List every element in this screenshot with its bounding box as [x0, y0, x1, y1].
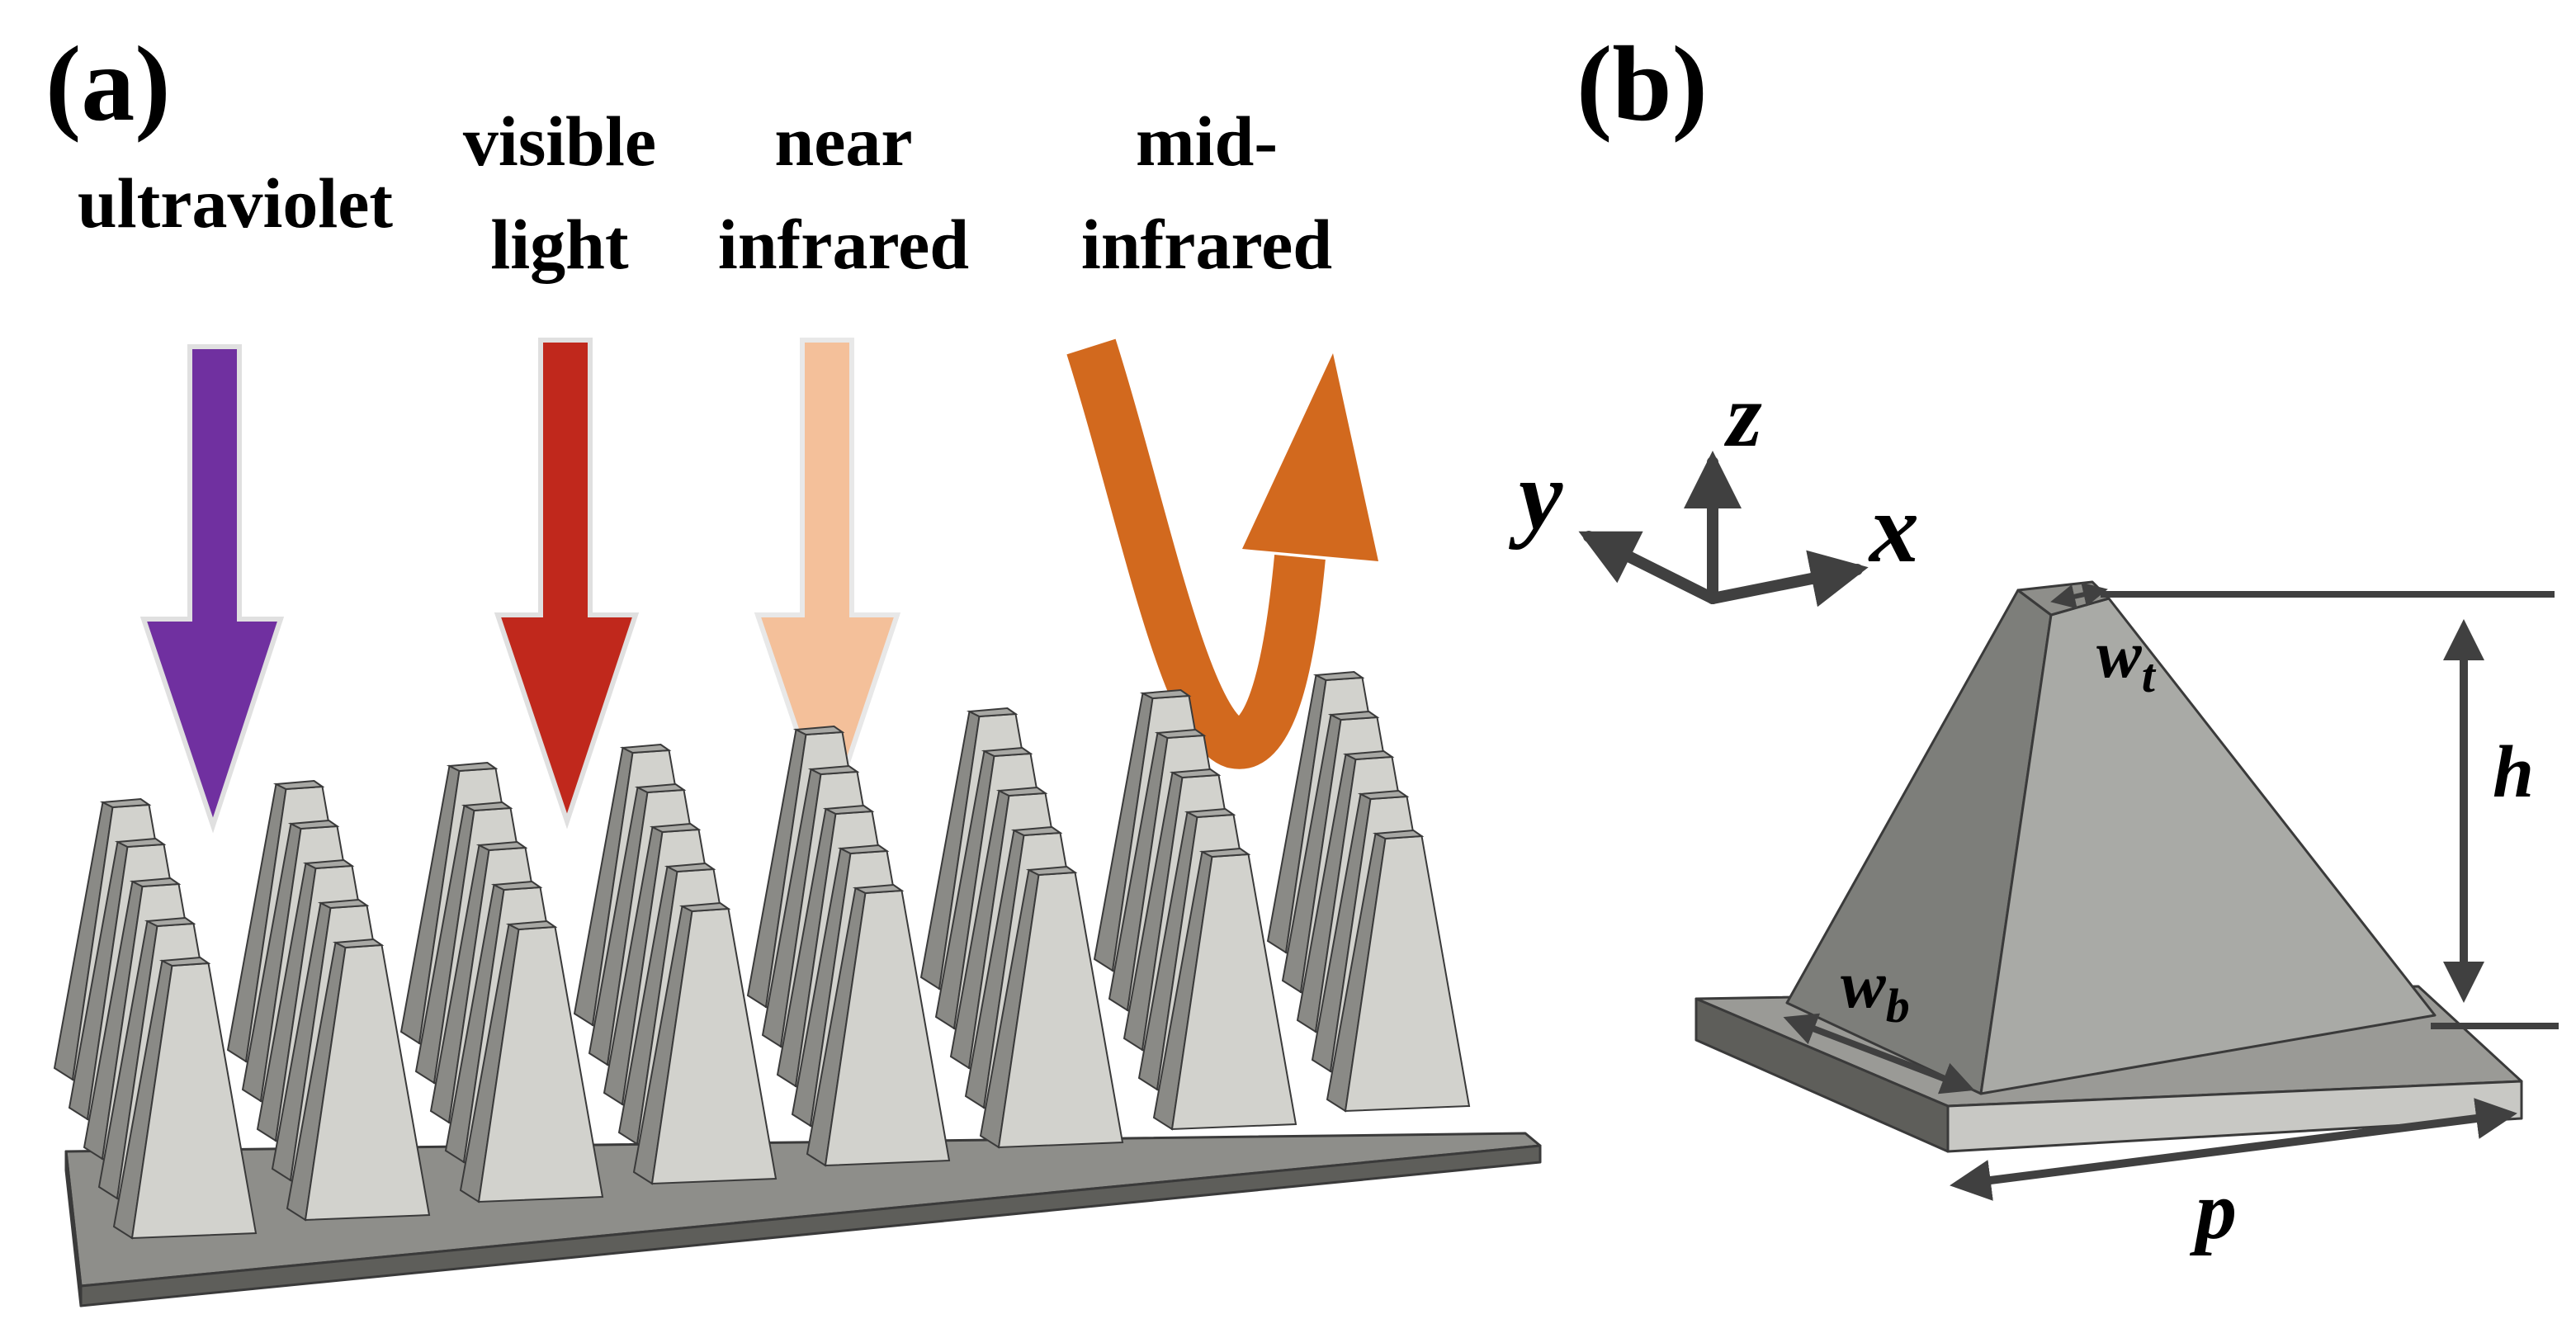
array-pyramid: [806, 883, 951, 1167]
x-axis-arrow: [1707, 550, 1869, 608]
mid-infrared-label-line1: mid-: [1136, 102, 1278, 181]
visible-label-line1: visible: [463, 102, 656, 181]
near-infrared-label-line1: near: [774, 102, 912, 181]
wt-dimension-arrow: [2050, 582, 2108, 609]
mid-infrared-reflected-arrow: [1066, 338, 1378, 769]
visible-light-arrow: [494, 338, 640, 830]
dimension-lines: [1783, 582, 2559, 1201]
array-pyramid: [112, 956, 258, 1240]
wt-label: wt: [2096, 617, 2157, 702]
wb-label: wb: [1841, 947, 1910, 1033]
y-axis-arrow: [1578, 531, 1718, 604]
wavelength-labels: ultraviolet visible light near infrared …: [78, 102, 1332, 284]
p-dimension-arrow: [1950, 1098, 2517, 1201]
panel-a-label: (a): [45, 25, 171, 144]
mid-infrared-label-line2: infrared: [1081, 205, 1332, 284]
array-pyramid: [1152, 847, 1297, 1131]
h-label: h: [2493, 731, 2534, 813]
y-axis-label: y: [1508, 440, 1563, 550]
array-pyramid: [979, 865, 1124, 1149]
array-pyramid: [286, 938, 431, 1222]
near-infrared-label-line2: infrared: [718, 205, 969, 284]
x-axis-label: x: [1868, 473, 1919, 583]
near-infrared-arrow: [754, 338, 901, 830]
z-axis-label: z: [1723, 365, 1762, 466]
ultraviolet-arrow: [139, 344, 285, 834]
visible-label-line2: light: [490, 205, 629, 284]
ultraviolet-label: ultraviolet: [78, 163, 393, 243]
pyramid-array: [64, 1132, 1542, 1307]
array-pyramid: [1326, 829, 1471, 1113]
pyramid-front-face: [1979, 597, 2437, 1095]
p-label: p: [2189, 1165, 2237, 1256]
coordinate-axes: [1578, 451, 1869, 608]
array-pyramid: [459, 920, 604, 1203]
panel-b-label: (b): [1576, 25, 1708, 144]
pyramid-rows: [53, 670, 1471, 1240]
wb-dimension-arrow: [1783, 1013, 1975, 1095]
array-pyramid: [632, 901, 778, 1185]
